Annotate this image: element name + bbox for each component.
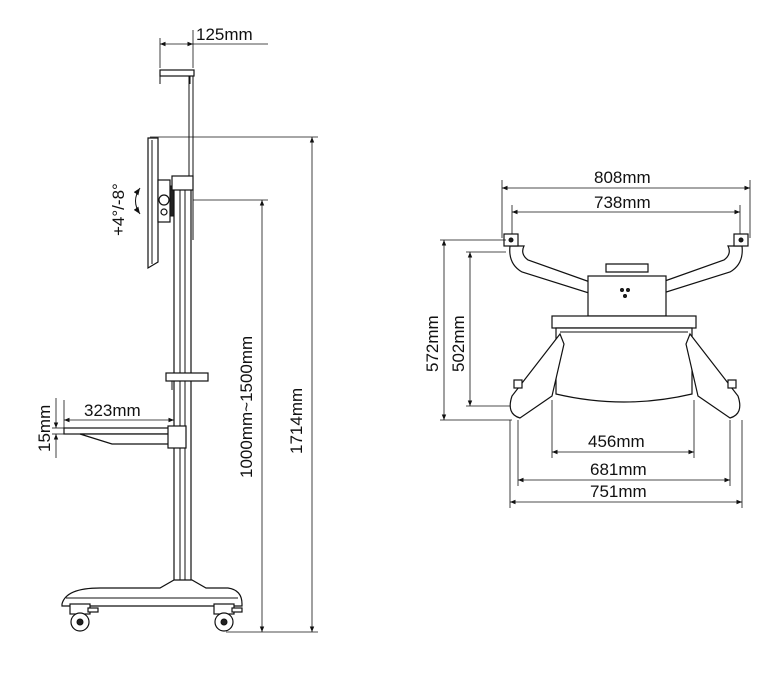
- dim-height-range: 1000mm~1500mm: [237, 200, 265, 632]
- label-751mm: 751mm: [590, 482, 647, 501]
- dim-808mm: 808mm: [501, 168, 751, 238]
- caster-right: [213, 603, 243, 632]
- main-column: [171, 175, 194, 589]
- dim-shelf-thickness: 15mm: [35, 398, 64, 458]
- dim-502mm: 502mm: [449, 251, 510, 407]
- column-clamp: [165, 372, 209, 390]
- label-572mm: 572mm: [423, 315, 442, 372]
- base: [61, 579, 243, 607]
- dim-top-width: 125mm: [159, 25, 268, 68]
- top-view: 808mm 738mm: [423, 168, 751, 508]
- label-681mm: 681mm: [590, 460, 647, 479]
- caster-left: [69, 603, 99, 632]
- dim-572mm: 572mm: [423, 239, 512, 421]
- camera-shelf: [159, 69, 195, 84]
- lower-legs: [509, 332, 741, 419]
- dim-681mm: 681mm: [517, 420, 731, 486]
- label-456mm: 456mm: [588, 432, 645, 451]
- label-323mm: 323mm: [84, 401, 141, 420]
- dim-456mm: 456mm: [551, 400, 695, 458]
- label-1714mm: 1714mm: [287, 388, 306, 454]
- label-808mm: 808mm: [594, 168, 651, 187]
- shelf-top: [551, 315, 697, 403]
- dim-total-height: 1714mm: [287, 137, 315, 632]
- mount-plate: [587, 263, 667, 317]
- tilt-indicator: +4°/-8°: [109, 183, 141, 236]
- upper-arms: [503, 233, 749, 295]
- side-view: 125mm +4°/-8°: [35, 25, 318, 633]
- label-15mm: 15mm: [35, 405, 54, 452]
- av-shelf: [63, 425, 187, 449]
- dim-738mm: 738mm: [511, 193, 741, 236]
- label-height-range: 1000mm~1500mm: [237, 336, 256, 478]
- label-502mm: 502mm: [449, 315, 468, 372]
- label-tilt: +4°/-8°: [109, 183, 128, 236]
- dim-shelf-depth: 323mm: [63, 400, 175, 428]
- tv-screen: [147, 137, 159, 270]
- dim-751mm: 751mm: [509, 420, 743, 508]
- label-738mm: 738mm: [594, 193, 651, 212]
- label-125mm: 125mm: [196, 25, 253, 44]
